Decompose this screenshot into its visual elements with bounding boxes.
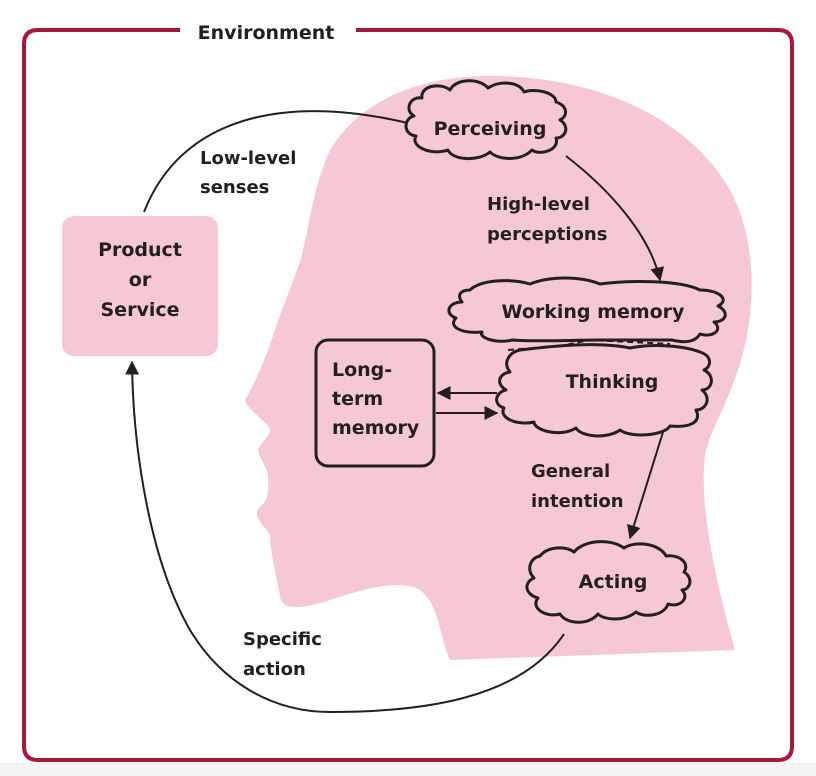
- long-term-memory-box: [314, 338, 436, 468]
- head-silhouette: [245, 76, 752, 660]
- general-intention-label-line2: intention: [531, 491, 624, 512]
- thinking-cloud: [495, 343, 713, 438]
- acting-label: Acting: [579, 571, 648, 593]
- long-term-label-line2: term: [332, 388, 383, 410]
- general-intention-arrow: [627, 431, 664, 540]
- environment-label: Environment: [198, 22, 335, 44]
- high-level-label-line2: perceptions: [487, 224, 607, 245]
- bottom-strip: [0, 763, 816, 776]
- specific-action-label-line2: action: [243, 659, 306, 680]
- working-memory-label: Working memory: [502, 301, 685, 323]
- working-thinking-divider: [507, 338, 671, 351]
- perceiving-cloud: [404, 79, 568, 160]
- specific-action-arrow: [125, 360, 565, 714]
- low-level-senses-arrow: [143, 110, 422, 213]
- high-level-label-line1: High-level: [487, 194, 590, 215]
- low-level-label-line2: senses: [200, 177, 269, 198]
- working-memory-cloud: [447, 276, 727, 344]
- high-level-perceptions-arrow: [565, 155, 665, 282]
- long-term-label-line3: memory: [332, 417, 420, 439]
- product-label-line1: Product: [98, 239, 182, 261]
- product-service-box: [62, 216, 218, 356]
- specific-action-label-line1: Specific: [243, 629, 322, 650]
- acting-cloud: [525, 540, 692, 624]
- general-intention-label-line1: General: [531, 461, 610, 482]
- long-term-label-line1: Long-: [332, 359, 392, 381]
- environment-frame: [22, 28, 794, 762]
- low-level-label-line1: Low-level: [200, 148, 296, 169]
- product-label-line3: Service: [101, 299, 180, 321]
- product-label-line2: or: [129, 269, 152, 291]
- perceiving-label: Perceiving: [434, 118, 547, 140]
- thinking-label: Thinking: [566, 371, 659, 393]
